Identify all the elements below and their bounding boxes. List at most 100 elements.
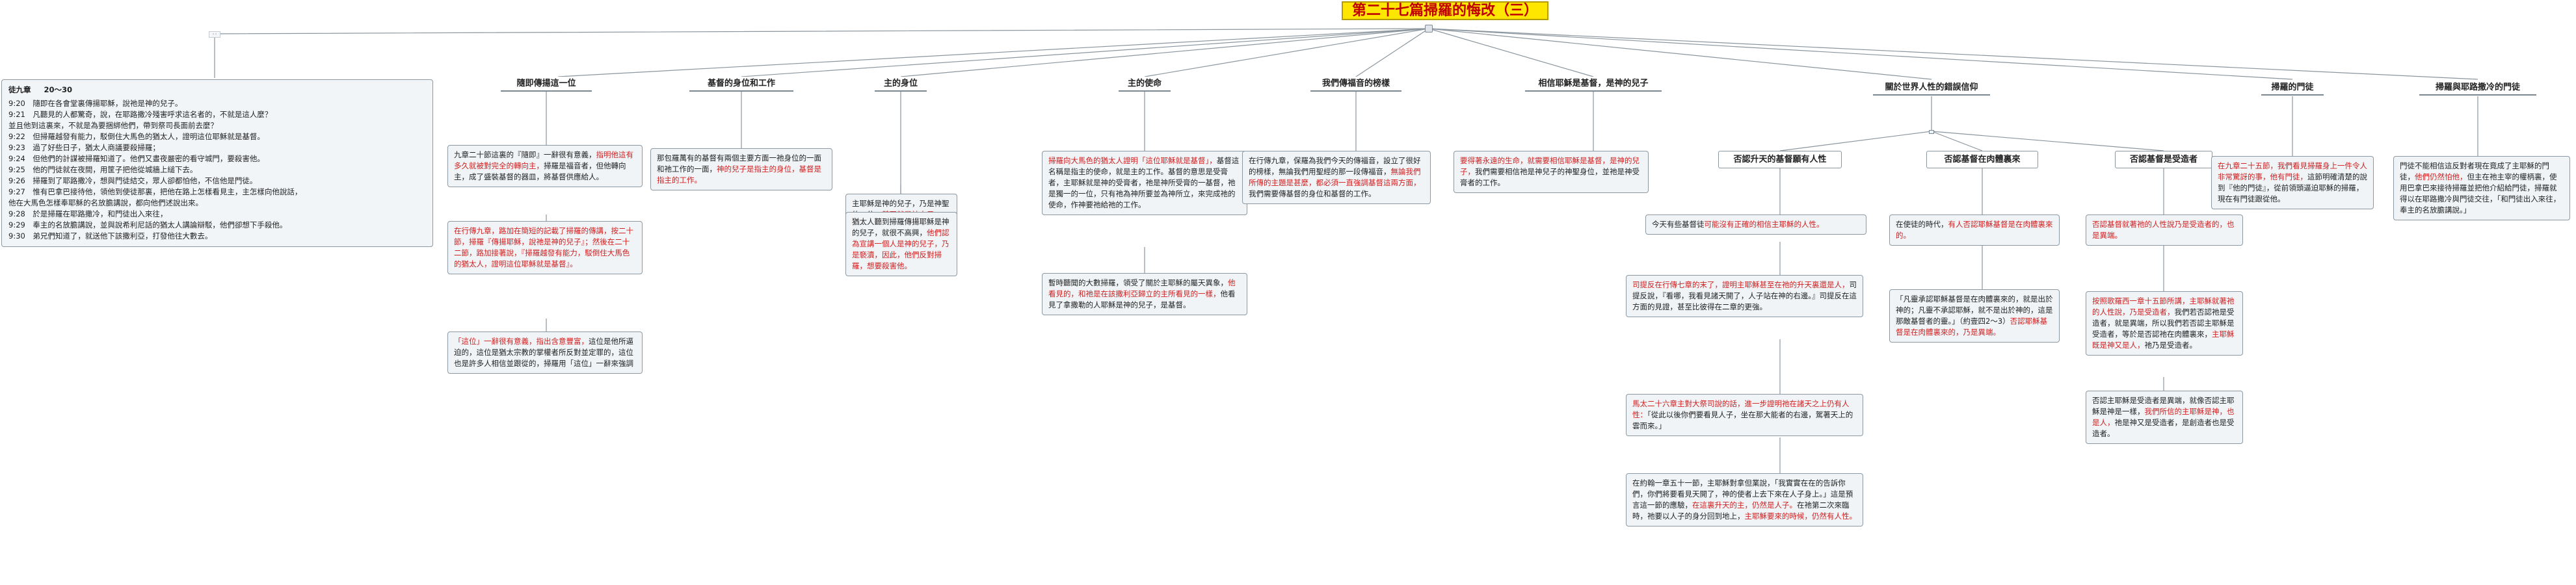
topic-wrong-beliefs[interactable]: 關於世界人性的錯誤信仰 (1873, 81, 1990, 96)
reference-title: 徒九章 (8, 85, 31, 94)
verse-line: 9:24 但他們的計謀被掃羅知道了。他們又晝夜嚴密的看守城門，要殺害他。 (8, 154, 265, 163)
highlighted-text: 有人否認耶穌基督是在肉體裏來的。 (1896, 220, 2053, 240)
scripture-reference[interactable]: 徒九章 20～30 9:20 隨即在各會堂裏傳揚耶穌，說祂是神的兒子。 9:21… (1, 79, 433, 247)
note-text: 司提反說，『看哪，我看見諸天開了，人子站在神的右邊。』司提反在這方面的見證，甚至… (1632, 280, 1857, 311)
topic-person-and-work[interactable]: 基督的身位和工作 (689, 77, 793, 92)
note-creator-and-creature[interactable]: 否認主耶穌是受造者是異端，就像否認主耶穌是神是一樣，我們所信的主耶穌是神，也是人… (2086, 391, 2243, 444)
verse-line: 並且他到這裏來，不就是為要捆綁他們，帶到祭司長面前去麼？ (8, 121, 218, 130)
note-text: 我們需要相信祂是神兒子的神聖身位，並祂是神受膏者的工作。 (1460, 167, 1640, 187)
highlighted-text: 神的兒子是指主的身位，基督是指主的工作。 (657, 164, 821, 185)
topic-gospel-pattern[interactable]: 我們傳福音的榜樣 (1310, 77, 1401, 92)
highlighted-text: 掃羅向大馬色的猶太人證明「這位耶穌就是基督」， (1048, 156, 1217, 165)
note-sauls-disciples[interactable]: 在九章二十五節，我們看見掃羅身上一件令人非常驚訝的事，他有門徒，這節明確清楚的說… (2211, 156, 2374, 209)
note-1john-4[interactable]: 「凡靈承認耶穌基督是在肉體裏來的，就是出於神的；凡靈不承認耶穌，就不是出於神的，… (1889, 289, 2060, 343)
highlighted-text: 司提反在行傳七章的末了，證明主耶穌甚至在祂的升天裏還是人， (1632, 280, 1850, 289)
note-saul-preaching[interactable]: 在行傳九章，路加在簡短的記載了掃羅的傳講，按二十節，掃羅『傳揚耶穌，說祂是神的兒… (447, 221, 643, 274)
highlighted-text: 否認耶穌基督是在肉體裏來的，乃是異端。 (1896, 317, 2048, 337)
note-text: 「從此以後你們要看見人子，坐在那大能者的右邊，駕著天上的雲而來。」 (1632, 410, 1853, 430)
subtopic-deny-in-flesh[interactable]: 否認基督在肉體裏來 (1926, 151, 2038, 168)
highlighted-text: 主耶穌既是神又是人， (2092, 330, 2235, 350)
highlighted-text: 在九章二十五節，我們看見掃羅身上一件令人非常驚訝的事，他有門徒， (2218, 161, 2367, 181)
note-text: 他看見了拿撒勒的人耶穌是神的兒子，是基督。 (1048, 289, 1236, 309)
highlighted-text: 我們所信的主耶穌是神，也是人， (2092, 407, 2235, 427)
note-text: 但主在祂主宰的權柄裏，使用巴拿巴來接待掃羅並把他介紹給門徒，掃羅就得以在耶路撒冷… (2400, 172, 2561, 214)
note-humanity-today[interactable]: 今天有些基督徒可能沒有正確的相信主耶穌的人性。 (1645, 214, 1866, 235)
collapse-handle[interactable]: ◦◦ (209, 31, 220, 38)
highlighted-text: 要得著永遠的生命，就需要相信耶穌是基督，是神的兒子， (1460, 156, 1640, 176)
verse-line: 9:26 掃羅到了耶路撒冷，想與門徒結交，眾人卻都怕他，不信他是門徒。 (8, 176, 258, 185)
note-text: 那包羅萬有的基督有兩個主要方面一祂身位的一面和祂工作的一面， (657, 153, 821, 174)
subtopic-deny-ascended-humanity[interactable]: 否認升天的基督願有人性 (1718, 151, 1842, 168)
note-text: 在祂第二次來臨時，祂要以人子的身分回到地上， (1632, 500, 1850, 521)
note-gospel-pattern[interactable]: 在行傳九章，保羅為我們今天的傳福音，設立了很好的榜樣，無論我們用聖經的那一段傳福… (1242, 151, 1431, 204)
note-text: 今天有些基督徒 (1652, 220, 1705, 229)
note-text: 基督這名稱是指主的使命，就是主的工作。基督的意思是受膏者，主耶穌就是神的受膏者，… (1048, 156, 1240, 209)
note-christ-anointed[interactable]: 掃羅向大馬色的猶太人證明「這位耶穌就是基督」，基督這名稱是指主的使命，就是主的工… (1042, 151, 1247, 215)
note-matthew-26[interactable]: 馬太二十六章主對大祭司說的話，進一步證明祂在諸天之上仍有人性：「從此以後你們要看… (1626, 394, 1863, 436)
note-colossians-1-15[interactable]: 按照歌羅西一章十五節所講，主耶穌就著祂的人性說，乃是受造者，我們若否認祂是受造者… (2086, 291, 2243, 356)
root-hub[interactable] (1425, 25, 1433, 32)
topic-lords-commission[interactable]: 主的使命 (1119, 77, 1171, 92)
verse-line: 9:21 凡聽見的人都驚奇，說，在耶路撒冷殘害呼求這名者的，不就是這人麼？ (8, 110, 272, 119)
topic-believe-christ[interactable]: 相信耶穌是基督，是神的兒子 (1525, 77, 1662, 92)
verse-line: 9:25 他的門徒就在夜間，用筐子把他從城牆上縋下去。 (8, 165, 198, 174)
note-stephen[interactable]: 司提反在行傳七章的末了，證明主耶穌甚至在祂的升天裏還是人，司提反說，『看哪，我看… (1626, 275, 1863, 317)
reference-header: 徒九章 20～30 (8, 84, 426, 96)
subtopic-deny-creature[interactable]: 否認基督是受造者 (2115, 151, 2212, 168)
verse-line: 9:23 過了好些日子，猶太人商議要殺掃羅； (8, 143, 160, 152)
note-text: 否認主耶穌是受造者是異端，就像否認主耶穌是神是一樣， (2092, 396, 2235, 416)
note-text: 在行傳九章，保羅為我們今天的傳福音，設立了很好的榜樣，無論我們用聖經的那一段傳福… (1249, 156, 1421, 176)
note-this-one[interactable]: 「這位」一辭很有意義，指出含意豐富，這位是他所逼迫的，這位是猶太宗教的掌權者所反… (447, 332, 643, 374)
topic-sauls-disciples[interactable]: 掃羅的門徒 (2261, 81, 2324, 96)
highlighted-text: 主耶穌要來的時候，仍然有人性。 (1744, 512, 1857, 521)
note-person-and-work[interactable]: 那包羅萬有的基督有兩個主要方面一祂身位的一面和祂工作的一面，神的兒子是指主的身位… (650, 148, 832, 190)
note-text: 掃羅是福音者，但他轉向主，成了盛裝基督的器皿，將基督供應給人。 (454, 161, 626, 181)
note-text: 這位是他所逼迫的，這位是猶太宗教的掌權者所反對並定罪的，這位也是許多人相信並跟從… (454, 337, 633, 368)
verse-line: 9:20 隨即在各會堂裏傳揚耶穌，說祂是神的兒子。 (8, 99, 183, 108)
note-deny-creature[interactable]: 否認基督就著祂的人性說乃是受造者的，也是異端。 (2086, 214, 2243, 246)
note-immediately[interactable]: 九章二十節這裏的『隨即』一辭很有意義，指明他這有多久就被對完全的轉向主，掃羅是福… (447, 145, 643, 187)
highlighted-text: 在這裏升天的主，仍然是人子。 (1692, 500, 1797, 510)
highlighted-text: 可能沒有正確的相信主耶穌的人性。 (1704, 220, 1824, 229)
verse-line: 9:22 但掃羅越發有能力，駁倒住大馬色的猶太人，證明這位耶穌就是基督。 (8, 132, 265, 141)
note-text: 九章二十節這裏的『隨即』一辭很有意義， (454, 150, 596, 159)
highlighted-text: 按照歌羅西一章十五節所講，主耶穌就著祂的人性說，乃是受造者， (2092, 296, 2235, 317)
note-text: 這節明確清楚的說到『他的門徒』，從前領頭逼迫耶穌的掃羅，現在有門徒跟從他。 (2218, 172, 2367, 203)
note-text: 在使徒的時代， (1896, 220, 1948, 229)
highlighted-text: 他們認為宣講一個人是神的兒子，乃是褻瀆，因此，他們反對掃羅，想要殺害他。 (852, 228, 949, 270)
highlighted-text: 無論我們所傳的主題是甚麼，都必須一直強調基督這兩方面， (1249, 167, 1421, 187)
branch-hub[interactable] (1929, 130, 1934, 134)
verse-line: 9:28 於是掃羅在耶路撒冷，和門徒出入來往， (8, 209, 168, 218)
note-apostolic-time[interactable]: 在使徒的時代，有人否認耶穌基督是在肉體裏來的。 (1889, 214, 2060, 246)
topic-preach-this-one[interactable]: 隨即傳揚這一位 (501, 77, 592, 92)
note-jews-opposed[interactable]: 猶太人聽到掃羅傳揚耶穌是神的兒子，就很不高興，他們認為宣講一個人是神的兒子，乃是… (845, 212, 957, 276)
note-text: 在約翰一章五十一節，主耶穌對拿但業說，「我實實在在的告訴你們，你們將要看見天開了… (1632, 478, 1853, 510)
note-text: 「凡靈承認耶穌基督是在肉體裏來的，就是出於神的；凡靈不承認耶穌，就不是出於神的，… (1896, 294, 2053, 326)
note-text: 門徒不能相信這反對者現在竟成了主耶穌的門徒， (2400, 161, 2549, 181)
verse-line: 9:27 惟有巴拿巴接待他，領他到使徒那裏，把他在路上怎樣看見主，主怎樣向他說話… (8, 187, 302, 196)
note-eternal-life[interactable]: 要得著永遠的生命，就需要相信耶穌是基督，是神的兒子，我們需要相信祂是神兒子的神聖… (1454, 151, 1649, 193)
note-text: 我們需要傳基督的身位和基督的工作。 (1249, 189, 1376, 198)
verse-line: 9:30 弟兄們知道了，就送他下該撒利亞，打發他往大數去。 (8, 231, 213, 240)
verse-line: 他在大馬色怎樣奉耶穌的名放膽講說，都向他們述說出來。 (8, 198, 203, 207)
topic-saul-jerusalem-disciples[interactable]: 掃羅與耶路撒冷的門徒 (2419, 81, 2536, 96)
note-text: 祂乃是受造者。 (2144, 341, 2198, 350)
highlighted-text: 「這位」一辭很有意義，指出含意豐富， (454, 337, 589, 346)
note-text: 祂是神又是受造者，是創造者也是受造者。 (2092, 418, 2235, 438)
topic-lords-person[interactable]: 主的身位 (875, 77, 927, 92)
note-text: 猶太人聽到掃羅傳揚耶穌是神的兒子，就很不高興， (852, 217, 949, 237)
note-text: 暫時聽聞的大數掃羅，領受了關於主耶穌的屬天異象， (1048, 278, 1228, 287)
reference-range: 20～30 (44, 85, 73, 94)
highlighted-text: 他們仍然怕他， (2415, 172, 2467, 181)
note-heavenly-vision[interactable]: 暫時聽聞的大數掃羅，領受了關於主耶穌的屬天異象，他看見的，和祂是在該撒利亞歸立的… (1042, 273, 1247, 315)
note-text: 我們若否認祂是受造者，就是異端，所以我們若否認主耶穌是受造者，等於是否認祂在肉體… (2092, 307, 2235, 339)
note-john-1-51[interactable]: 在約翰一章五十一節，主耶穌對拿但業說，「我實實在在的告訴你們，你們將要看見天開了… (1626, 473, 1863, 526)
verse-line: 9:29 奉主的名放膽講說，並與說希利尼話的猶太人講論辯駁，他們卻想下手殺他。 (8, 220, 287, 229)
note-barnabas[interactable]: 門徒不能相信這反對者現在竟成了主耶穌的門徒，他們仍然怕他，但主在祂主宰的權柄裏，… (2393, 156, 2570, 220)
highlighted-text: 否認基督就著祂的人性說乃是受造者的，也是異端。 (2092, 220, 2235, 240)
highlighted-text: 指明他這有多久就被對完全的轉向主， (454, 150, 633, 170)
highlighted-text: 在行傳九章，路加在簡短的記載了掃羅的傳講，按二十節，掃羅『傳揚耶穌，說祂是神的兒… (454, 226, 633, 268)
map-title[interactable]: 第二十七篇掃羅的悔改（三） (1342, 1, 1549, 20)
highlighted-text: 他看見的，和祂是在該撒利亞歸立的主所看見的一樣， (1048, 278, 1236, 298)
